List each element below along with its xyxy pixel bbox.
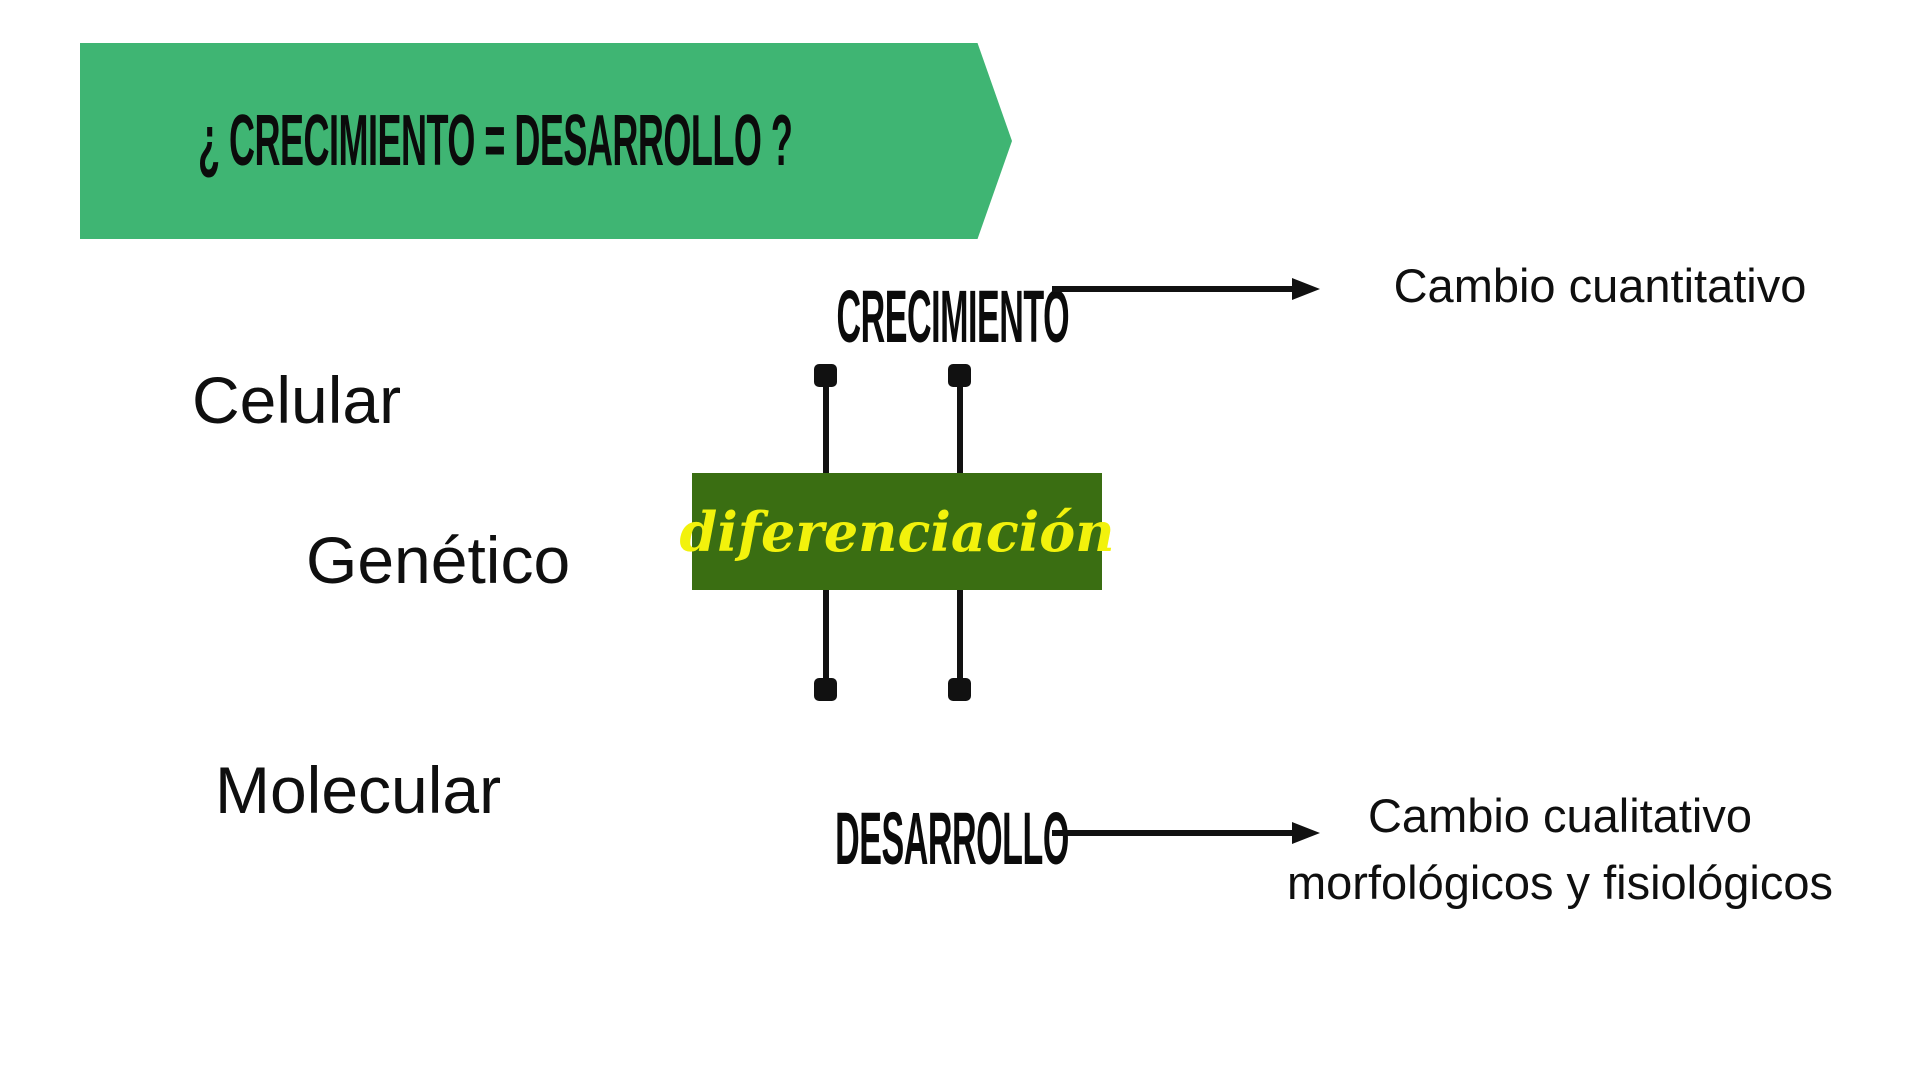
cambio-cualitativo-line1: Cambio cualitativo (1367, 789, 1752, 842)
level-label-molecular: Molecular (215, 753, 502, 827)
title-banner: ¿ CRECIMIENTO = DESARROLLO ? (80, 43, 1012, 239)
title-banner-text: ¿ CRECIMIENTO = DESARROLLO ? (198, 101, 793, 181)
desarrollo-label: DESARROLLO (698, 802, 1108, 876)
arrow-right-icon (1052, 822, 1320, 844)
connector-endpoint-top-left (814, 364, 837, 387)
cambio-cuantitativo-text: Cambio cuantitativo (1393, 259, 1807, 312)
diferenciacion-label: diferenciación (679, 499, 1115, 564)
connector-endpoint-bottom-left (814, 678, 837, 701)
diferenciacion-box: diferenciación (680, 473, 1115, 590)
crecimiento-label-text: CRECIMIENTO (836, 275, 1070, 358)
level-label-celular: Celular (192, 363, 402, 437)
connector-endpoint-bottom-right (948, 678, 971, 701)
cambio-cualitativo-line2: morfológicos y fisiológicos (1287, 856, 1833, 909)
crecimiento-label: CRECIMIENTO (700, 280, 1110, 354)
arrow-right-icon (1052, 278, 1320, 300)
cambio-cualitativo-block: Cambio cualitativo morfológicos y fisiol… (1248, 782, 1872, 916)
connector-endpoint-top-right (948, 364, 971, 387)
level-label-genetico: Genético (306, 523, 571, 597)
desarrollo-label-text: DESARROLLO (835, 797, 1069, 880)
